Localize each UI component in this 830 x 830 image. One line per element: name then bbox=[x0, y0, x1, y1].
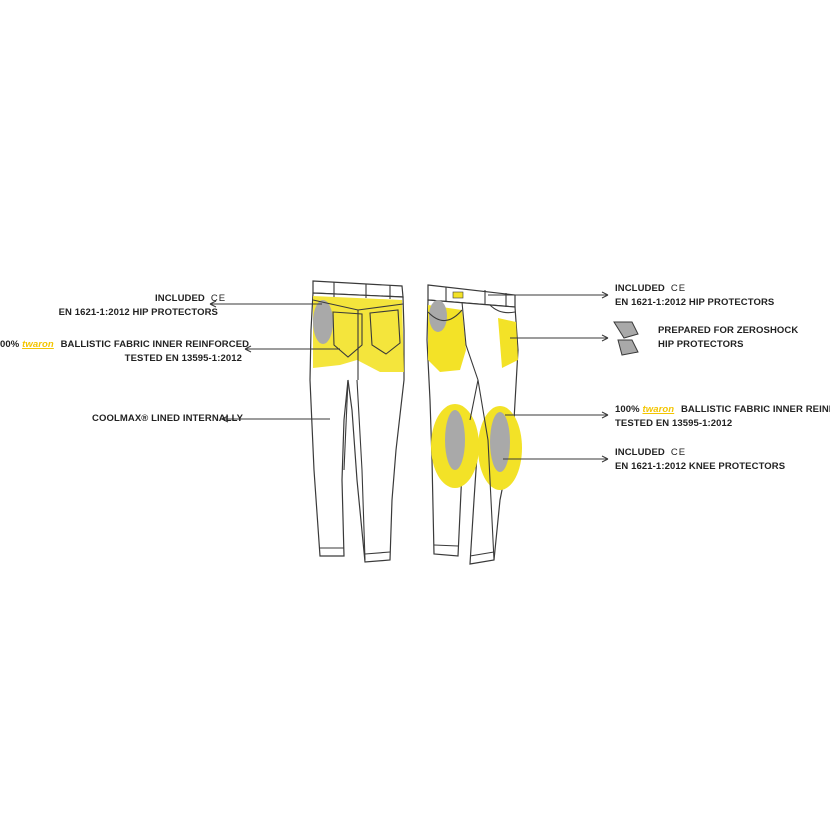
front-view-details bbox=[427, 287, 516, 561]
left-hip-included: INCLUDED bbox=[155, 293, 205, 304]
callout-arrows bbox=[209, 291, 609, 463]
ce-mark-icon: CE bbox=[670, 283, 687, 294]
right-ballistic-label: 100% twaron BALLISTIC FABRIC INNER REINF… bbox=[615, 403, 830, 417]
front-left-knee-protector bbox=[445, 410, 465, 470]
left-hip-label: INCLUDED CE bbox=[155, 292, 226, 306]
coolmax-label: COOLMAX® LINED INTERNALLY bbox=[92, 413, 244, 424]
right-ballistic-test: TESTED EN 13595-1:2012 bbox=[615, 418, 733, 429]
knee-standard: EN 1621-1:2012 KNEE PROTECTORS bbox=[615, 461, 786, 472]
twaron-logo: twaron bbox=[22, 339, 54, 350]
ce-mark-icon: CE bbox=[210, 293, 227, 304]
knee-label: INCLUDED CE bbox=[615, 446, 686, 460]
front-hip-protector bbox=[429, 300, 447, 332]
right-hip-included: INCLUDED bbox=[615, 283, 665, 294]
left-hip-standard: EN 1621-1:2012 HIP PROTECTORS bbox=[58, 307, 218, 318]
right-ballistic-text: BALLISTIC FABRIC INNER REINFORC bbox=[680, 404, 830, 415]
right-ballistic-pct: 100% bbox=[615, 404, 640, 415]
zeroshock-line1: PREPARED FOR ZEROSHOCK bbox=[658, 325, 799, 336]
ce-mark-icon: CE bbox=[670, 447, 687, 458]
back-view-details bbox=[312, 282, 404, 561]
front-side-ballistic-zone bbox=[498, 318, 518, 368]
left-ballistic-label: 00% twaron BALLISTIC FABRIC INNER REINFO… bbox=[0, 338, 249, 352]
left-ballistic-text: BALLISTIC FABRIC INNER REINFORCED bbox=[60, 339, 250, 350]
front-right-knee-protector bbox=[490, 412, 510, 472]
twaron-logo: twaron bbox=[642, 404, 675, 415]
left-ballistic-test: TESTED EN 13595-1:2012 bbox=[124, 353, 242, 364]
zeroshock-line2: HIP PROTECTORS bbox=[658, 339, 744, 350]
knee-included: INCLUDED bbox=[615, 447, 665, 458]
back-hip-protector bbox=[313, 300, 333, 344]
brand-tag bbox=[452, 291, 464, 299]
right-hip-label: INCLUDED CE bbox=[615, 282, 686, 296]
left-ballistic-pct: 00% bbox=[0, 339, 20, 350]
zeroshock-protector-icon bbox=[613, 321, 639, 356]
right-hip-standard: EN 1621-1:2012 HIP PROTECTORS bbox=[615, 297, 775, 308]
